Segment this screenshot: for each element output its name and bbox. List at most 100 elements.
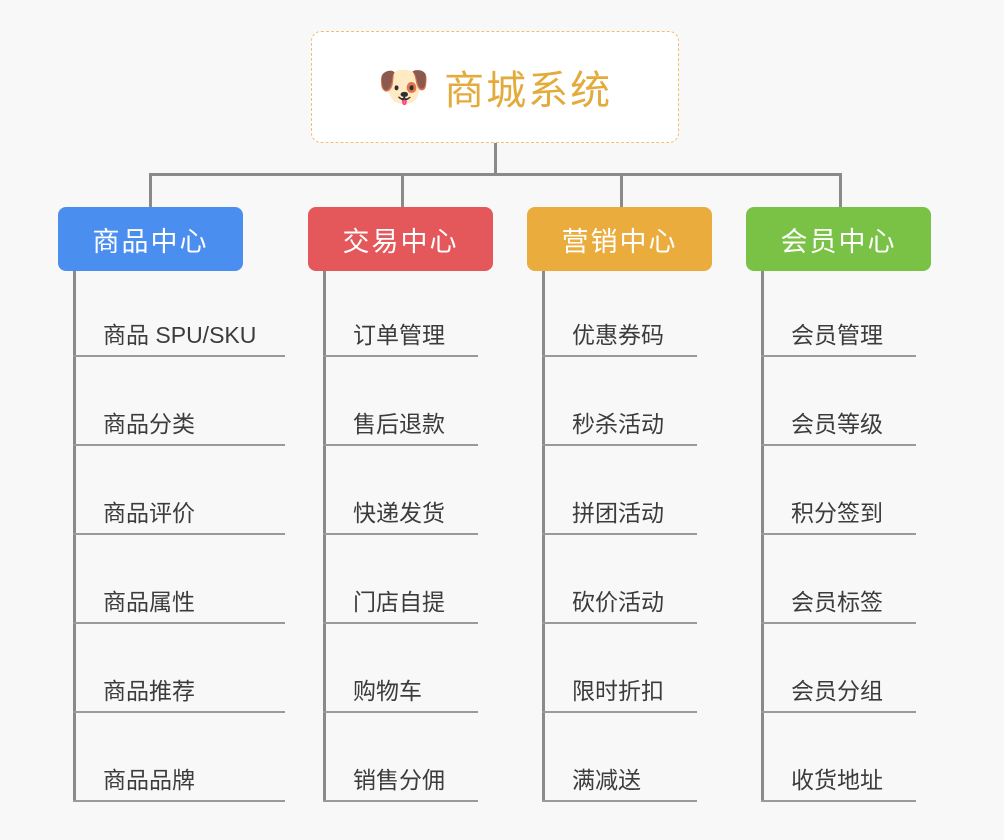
leaf-underline	[73, 711, 285, 713]
leaf-label: 会员标签	[791, 589, 883, 615]
leaf-underline	[542, 800, 697, 802]
leaf-underline	[323, 800, 478, 802]
leaf-underline	[73, 355, 285, 357]
leaf-underline	[323, 355, 478, 357]
leaf-item[interactable]: 快递发货	[308, 449, 493, 538]
leaf-item[interactable]: 收货地址	[746, 716, 931, 805]
root-node-shop-system[interactable]: 🐶 商城系统	[311, 31, 679, 143]
leaf-underline	[73, 622, 285, 624]
leaf-list-trade-center: 订单管理售后退款快递发货门店自提购物车销售分佣	[308, 271, 493, 805]
leaf-item[interactable]: 优惠券码	[527, 271, 712, 360]
leaf-underline	[761, 355, 916, 357]
leaf-item[interactable]: 商品分类	[58, 360, 285, 449]
root-title: 商城系统	[444, 69, 613, 113]
leaf-underline	[542, 533, 697, 535]
leaf-item[interactable]: 销售分佣	[308, 716, 493, 805]
leaf-label: 收货地址	[791, 767, 883, 793]
leaf-label: 商品 SPU/SKU	[103, 322, 257, 348]
leaf-item[interactable]: 会员分组	[746, 627, 931, 716]
leaf-label: 砍价活动	[572, 589, 664, 615]
connector-drop-trade-center	[401, 173, 404, 207]
leaf-label: 会员等级	[791, 411, 883, 437]
leaf-label: 购物车	[353, 678, 422, 704]
leaf-label: 商品分类	[103, 411, 195, 437]
connector-horizontal-bus	[149, 173, 841, 176]
leaf-label: 积分签到	[791, 500, 883, 526]
connector-root-stem	[494, 143, 497, 175]
leaf-underline	[542, 711, 697, 713]
leaf-label: 限时折扣	[572, 678, 664, 704]
leaf-label: 订单管理	[353, 322, 445, 348]
leaf-item[interactable]: 会员标签	[746, 538, 931, 627]
leaf-list-product-center: 商品 SPU/SKU 商品分类商品评价商品属性商品推荐商品品牌	[58, 271, 285, 805]
branch-header-label: 交易中心	[342, 226, 459, 257]
leaf-underline	[761, 622, 916, 624]
leaf-label: 商品评价	[103, 500, 195, 526]
leaf-item[interactable]: 限时折扣	[527, 627, 712, 716]
branch-member-center: 会员中心会员管理会员等级积分签到会员标签会员分组收货地址	[746, 207, 931, 805]
connector-spine-marketing-center	[542, 271, 545, 802]
leaf-underline	[761, 533, 916, 535]
branch-trade-center: 交易中心订单管理售后退款快递发货门店自提购物车销售分佣	[308, 207, 493, 805]
leaf-item[interactable]: 砍价活动	[527, 538, 712, 627]
leaf-item[interactable]: 订单管理	[308, 271, 493, 360]
leaf-underline	[323, 444, 478, 446]
leaf-item[interactable]: 商品品牌	[58, 716, 285, 805]
leaf-label: 满减送	[572, 767, 641, 793]
leaf-underline	[542, 622, 697, 624]
leaf-item[interactable]: 满减送	[527, 716, 712, 805]
branch-header-product-center[interactable]: 商品中心	[58, 207, 243, 271]
branch-header-trade-center[interactable]: 交易中心	[308, 207, 493, 271]
leaf-underline	[323, 622, 478, 624]
connector-spine-member-center	[761, 271, 764, 802]
leaf-label: 会员管理	[791, 322, 883, 348]
leaf-underline	[761, 444, 916, 446]
leaf-item[interactable]: 积分签到	[746, 449, 931, 538]
leaf-underline	[73, 444, 285, 446]
leaf-underline	[323, 533, 478, 535]
connector-drop-marketing-center	[620, 173, 623, 207]
leaf-underline	[542, 355, 697, 357]
leaf-underline	[73, 533, 285, 535]
leaf-item[interactable]: 商品属性	[58, 538, 285, 627]
leaf-underline	[542, 444, 697, 446]
leaf-label: 快递发货	[353, 500, 445, 526]
leaf-list-member-center: 会员管理会员等级积分签到会员标签会员分组收货地址	[746, 271, 931, 805]
leaf-item[interactable]: 商品评价	[58, 449, 285, 538]
leaf-underline	[323, 711, 478, 713]
connector-drop-product-center	[149, 173, 152, 207]
connector-spine-trade-center	[323, 271, 326, 802]
shiba-dog-face-icon: 🐶	[377, 63, 431, 110]
branch-marketing-center: 营销中心优惠券码秒杀活动拼团活动砍价活动限时折扣满减送	[527, 207, 712, 805]
branch-header-label: 营销中心	[561, 226, 678, 257]
leaf-label: 拼团活动	[572, 500, 664, 526]
leaf-item[interactable]: 售后退款	[308, 360, 493, 449]
leaf-label: 会员分组	[791, 678, 883, 704]
branch-product-center: 商品中心商品 SPU/SKU 商品分类商品评价商品属性商品推荐商品品牌	[58, 207, 285, 805]
leaf-label: 商品属性	[103, 589, 195, 615]
leaf-item[interactable]: 商品推荐	[58, 627, 285, 716]
leaf-underline	[761, 711, 916, 713]
leaf-item[interactable]: 会员管理	[746, 271, 931, 360]
branch-header-member-center[interactable]: 会员中心	[746, 207, 931, 271]
leaf-label: 售后退款	[353, 411, 445, 437]
connector-spine-product-center	[73, 271, 76, 802]
leaf-item[interactable]: 拼团活动	[527, 449, 712, 538]
leaf-underline	[761, 800, 916, 802]
leaf-item[interactable]: 购物车	[308, 627, 493, 716]
leaf-label: 优惠券码	[572, 322, 664, 348]
branch-header-marketing-center[interactable]: 营销中心	[527, 207, 712, 271]
leaf-list-marketing-center: 优惠券码秒杀活动拼团活动砍价活动限时折扣满减送	[527, 271, 712, 805]
leaf-item[interactable]: 商品 SPU/SKU	[58, 271, 285, 360]
leaf-item[interactable]: 门店自提	[308, 538, 493, 627]
leaf-label: 商品品牌	[103, 767, 195, 793]
leaf-item[interactable]: 秒杀活动	[527, 360, 712, 449]
branch-header-label: 商品中心	[92, 226, 209, 257]
leaf-label: 秒杀活动	[572, 411, 664, 437]
leaf-label: 商品推荐	[103, 678, 195, 704]
leaf-label: 门店自提	[353, 589, 445, 615]
branch-header-label: 会员中心	[780, 226, 897, 257]
leaf-item[interactable]: 会员等级	[746, 360, 931, 449]
connector-drop-member-center	[839, 173, 842, 207]
